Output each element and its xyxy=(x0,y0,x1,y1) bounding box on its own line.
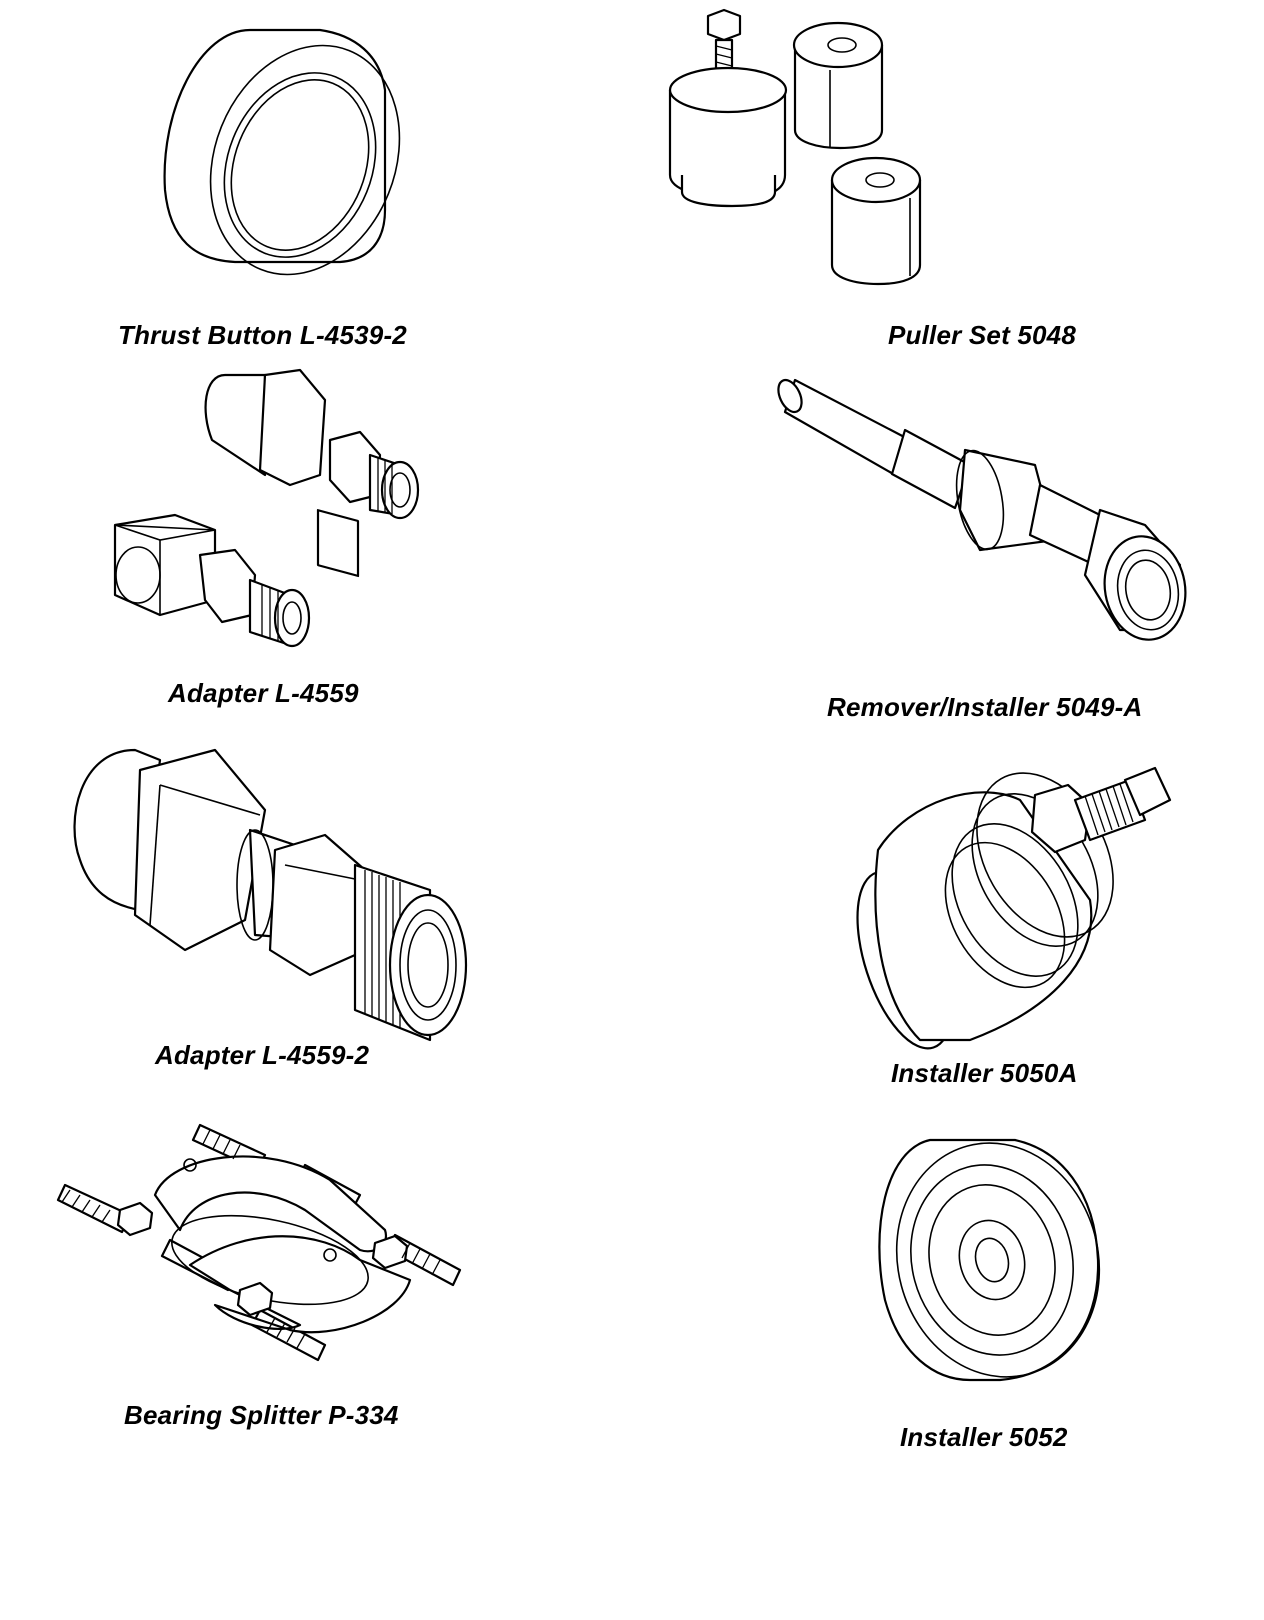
tool-remover-installer: Remover/Installer 5049-A xyxy=(620,370,1264,740)
bearing-splitter-illustration xyxy=(56,1123,462,1362)
tool-label: Remover/Installer 5049-A xyxy=(827,692,1143,722)
tool-installer-5052: Installer 5052 xyxy=(620,1110,1264,1490)
installer-5052-illustration xyxy=(878,1138,1101,1382)
tool-installer-5050a: Installer 5050A xyxy=(620,740,1264,1120)
tool-bearing-splitter: Bearing Splitter P-334 xyxy=(0,1110,600,1490)
tool-label: Installer 5052 xyxy=(900,1422,1068,1452)
tool-adapter-2: Adapter L-4559-2 xyxy=(0,740,600,1110)
tool-label: Adapter L-4559-2 xyxy=(155,1040,370,1070)
adapter-illustration xyxy=(113,368,420,648)
tool-puller-set: Puller Set 5048 xyxy=(620,0,1264,370)
tool-adapter: Adapter L-4559 xyxy=(0,368,600,720)
puller-set-illustration xyxy=(668,8,922,286)
thrust-button-illustration xyxy=(163,28,401,276)
tool-label: Installer 5050A xyxy=(891,1058,1078,1088)
installer-5050a-illustration xyxy=(856,766,1172,1050)
tool-label: Thrust Button L-4539-2 xyxy=(118,320,407,350)
adapter-2-illustration xyxy=(73,748,468,1042)
tool-label: Bearing Splitter P-334 xyxy=(124,1400,399,1430)
tool-label: Adapter L-4559 xyxy=(168,678,359,708)
tool-label: Puller Set 5048 xyxy=(888,320,1076,350)
remover-installer-illustration xyxy=(777,378,1187,641)
tool-thrust-button: Thrust Button L-4539-2 xyxy=(0,0,600,370)
